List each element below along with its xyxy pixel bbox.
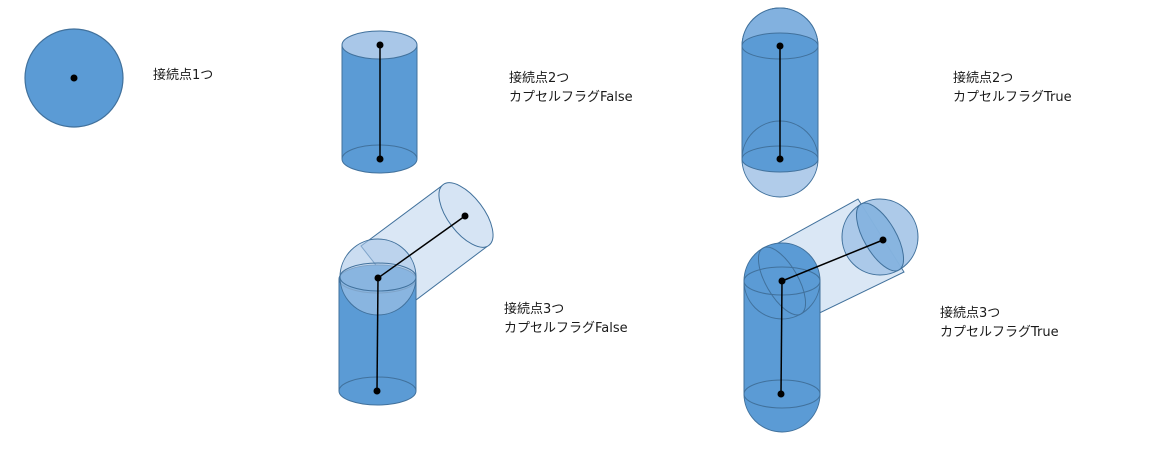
connection-point <box>461 212 469 220</box>
connection-point <box>376 155 384 163</box>
axis-line <box>781 239 884 282</box>
label-three-points-false: 接続点3つ カプセルフラグFalse <box>504 300 628 338</box>
connection-point <box>879 236 887 244</box>
connection-point <box>376 41 384 49</box>
connection-point <box>70 74 78 82</box>
shape-one-point-sphere <box>24 28 124 128</box>
label-line: カプセルフラグFalse <box>504 321 628 336</box>
tilted-capsule-end-sphere <box>841 198 919 276</box>
label-one-point: 接続点1つ <box>153 66 213 85</box>
label-two-points-true: 接続点2つ カプセルフラグTrue <box>953 69 1072 107</box>
label-line: カプセルフラグTrue <box>940 325 1059 340</box>
axis-line <box>780 280 783 395</box>
label-line: 接続点3つ <box>940 306 1001 321</box>
connection-point <box>776 155 784 163</box>
label-line: 接続点2つ <box>509 71 570 86</box>
shape-two-points-cylinder <box>341 30 418 174</box>
connection-point <box>777 390 785 398</box>
shape-two-points-capsule <box>741 7 819 198</box>
label-line: 接続点2つ <box>953 71 1014 86</box>
label-line: 接続点3つ <box>504 302 565 317</box>
connection-point <box>778 277 786 285</box>
connection-point <box>776 42 784 50</box>
label-line: カプセルフラグFalse <box>509 90 633 105</box>
connection-point <box>374 274 382 282</box>
shape-three-points-cylinders <box>338 182 494 406</box>
label-two-points-false: 接続点2つ カプセルフラグFalse <box>509 69 633 107</box>
label-line: 接続点1つ <box>153 68 214 83</box>
connection-point <box>373 387 381 395</box>
label-line: カプセルフラグTrue <box>953 90 1072 105</box>
label-three-points-true: 接続点3つ カプセルフラグTrue <box>940 304 1059 342</box>
axis-line <box>377 215 466 279</box>
shape-three-points-capsules <box>743 198 919 433</box>
axis-line <box>376 277 379 392</box>
